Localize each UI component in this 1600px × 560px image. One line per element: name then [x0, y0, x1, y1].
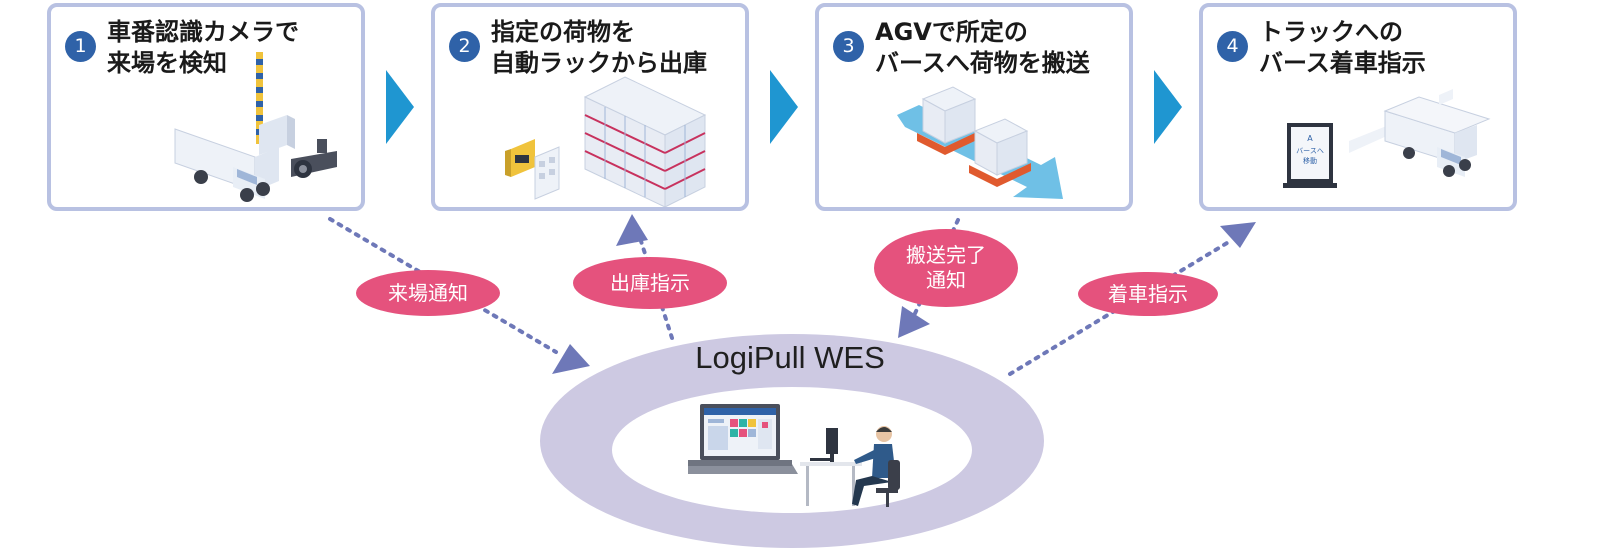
docking-instruction-pill: 着車指示: [1078, 272, 1218, 316]
agv-transport-icon: [897, 86, 1063, 199]
signage-line1: バースへ: [1296, 147, 1324, 155]
step-title: 車番認識カメラで 来場を検知: [107, 18, 299, 77]
step-title: 指定の荷物を 自動ラックから出庫: [491, 18, 707, 77]
signage-line2: 移動: [1303, 156, 1317, 165]
system-name: LogiPull WES: [695, 340, 885, 375]
step-title: トラックへの バース着車指示: [1259, 18, 1426, 77]
laptop-icon: [688, 404, 798, 474]
step-3-box: 3 AGVで所定の バースへ荷物を搬送: [815, 3, 1133, 211]
step-2-box: 2 指定の荷物を 自動ラックから出庫: [431, 3, 749, 211]
step-number: 1: [65, 31, 96, 62]
step-4-box: 4 トラックへの バース着車指示 A バースへ 移動: [1199, 3, 1517, 211]
step-number: 4: [1217, 31, 1248, 62]
chevron-right-icon: [386, 70, 414, 144]
automated-rack-icon: [505, 76, 707, 207]
arrow-head-to-system-1: [552, 344, 590, 374]
transport-complete-pill: 搬送完了 通知: [874, 229, 1018, 307]
arrival-notice-pill: 来場通知: [356, 270, 500, 316]
truck-camera-icon: [174, 52, 337, 202]
step-title: AGVで所定の バースへ荷物を搬送: [875, 18, 1090, 77]
arrow-head-to-step-4: [1220, 222, 1256, 248]
signage-bay: A: [1307, 134, 1313, 143]
retrieval-instruction-pill: 出庫指示: [573, 257, 727, 309]
operator-icon: [800, 426, 900, 507]
step-number: 3: [833, 31, 864, 62]
arrow-head-to-system-3: [898, 306, 930, 338]
step-1-box: 1 車番認識カメラで 来場を検知: [47, 3, 365, 211]
step-number: 2: [449, 31, 480, 62]
signage-truck-icon: A バースへ 移動: [1283, 89, 1491, 188]
arrow-head-to-step-2: [616, 214, 648, 246]
chevron-right-icon: [1154, 70, 1182, 144]
chevron-right-icon: [770, 70, 798, 144]
